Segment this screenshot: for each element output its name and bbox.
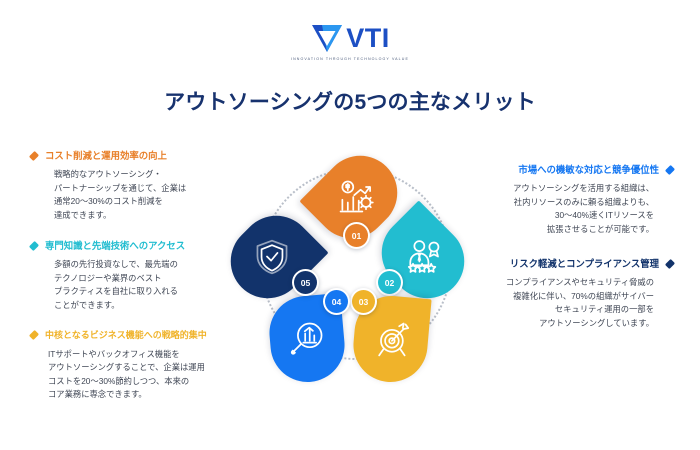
node-number: 02 [378, 271, 401, 294]
vti-chevron-logo-icon [310, 22, 344, 54]
diagram-node-03[interactable]: 03 [350, 288, 432, 386]
benefit-body: 多額の先行投資なしで、最先端の テクノロジーや業界のベスト プラクティスを自社に… [54, 259, 178, 310]
benefit-body: ITサポートやバックオフィス機能を アウトソーシングすることで、企業は運用 コス… [48, 348, 205, 400]
vti-chevron-logo-svg [312, 25, 343, 52]
benefit-heading: リスク軽減とコンプライアンス管理 [509, 258, 659, 270]
node-number: 01 [345, 224, 368, 247]
benefit-block-market-agility: 市場への機敏な対応と競争優位性 アウトソーシングを活用する組織は、 社内リソース… [448, 164, 676, 236]
benefit-heading: 中核となるビジネス機能への戦略的集中 [45, 330, 207, 341]
node-number-badge: 01 [343, 222, 370, 249]
right-benefit-column: 市場への機敏な対応と競争優位性 アウトソーシングを活用する組織は、 社内リソース… [448, 164, 676, 344]
node-number-badge: 05 [292, 269, 319, 296]
shield-check-icon [235, 214, 309, 300]
diagram-node-02[interactable]: 02 [366, 200, 480, 314]
diamond-bullet-icon [664, 258, 676, 269]
node-number-badge: 03 [350, 288, 377, 315]
brand-tagline: INNOVATION THROUGH TECHNOLOGY VALUE [291, 56, 409, 62]
brand-wordmark: VTI [346, 22, 390, 53]
benefit-block-expertise: 専門知識と先端技術へのアクセス 多額の先行投資なしで、最先端の テクノロジーや業… [28, 240, 256, 312]
magnifier-bar-chart-icon [270, 296, 344, 382]
benefit-body: コンプライアンスやセキュリティ脅威の 複雑化に伴い、70%の組織がサイバー セキ… [505, 277, 654, 328]
diamond-bullet-icon [28, 330, 40, 341]
diagram-node-04[interactable]: 04 [266, 288, 350, 386]
benefit-block-core-focus: 中核となるビジネス機能への戦略的集中 ITサポートやバックオフィス機能を アウト… [28, 330, 256, 402]
benefit-heading-row: 中核となるビジネス機能への戦略的集中 [28, 330, 256, 341]
node-number: 05 [294, 271, 317, 294]
benefit-heading: 市場への機敏な対応と競争優位性 [518, 164, 659, 175]
node-number: 04 [325, 290, 348, 313]
benefit-heading-row: コスト削減と運用効率の向上 [28, 150, 256, 161]
target-dartboard-arrow-icon [354, 296, 428, 382]
diamond-bullet-icon [28, 150, 40, 161]
page-title: アウトソーシングの5つの主なメリット [164, 91, 536, 114]
brand-logo: VTI INNOVATION THROUGH TECHNOLOGY VALUE [0, 22, 700, 61]
diagram-node-05[interactable]: 05 [215, 200, 329, 314]
diamond-bullet-icon [28, 240, 40, 251]
benefit-heading: 専門知識と先端技術へのアクセス [45, 240, 186, 252]
diagram-node-01[interactable]: 01 [299, 140, 413, 254]
node-number-badge: 04 [323, 288, 350, 315]
node-number-badge: 02 [376, 269, 403, 296]
benefit-heading: コスト削減と運用効率の向上 [45, 150, 167, 161]
growth-chart-dollar-gear-icon [319, 154, 393, 240]
expert-person-badge-stars-icon [386, 214, 460, 300]
node-number: 03 [352, 290, 375, 313]
benefit-heading-row: リスク軽減とコンプライアンス管理 [448, 258, 676, 270]
benefit-block-risk-compliance: リスク軽減とコンプライアンス管理 コンプライアンスやセキュリティ脅威の 複雑化に… [448, 258, 676, 330]
benefit-body: 戦略的なアウトソーシング・ パートナーシップを通じて、企業は 通常20〜30%の… [54, 169, 187, 220]
benefit-heading-row: 市場への機敏な対応と競争優位性 [448, 164, 676, 175]
benefit-block-cost-reduction: コスト削減と運用効率の向上 戦略的なアウトソーシング・ パートナーシップを通じて… [28, 150, 256, 222]
diamond-bullet-icon [664, 164, 676, 175]
five-benefits-circular-diagram: 01 02 [215, 140, 486, 410]
left-benefit-column: コスト削減と運用効率の向上 戦略的なアウトソーシング・ パートナーシップを通じて… [28, 150, 256, 416]
benefit-heading-row: 専門知識と先端技術へのアクセス [28, 240, 256, 252]
benefit-body: アウトソーシングを活用する組織は、 社内リソースのみに頼る組織よりも、 30〜4… [513, 183, 654, 234]
